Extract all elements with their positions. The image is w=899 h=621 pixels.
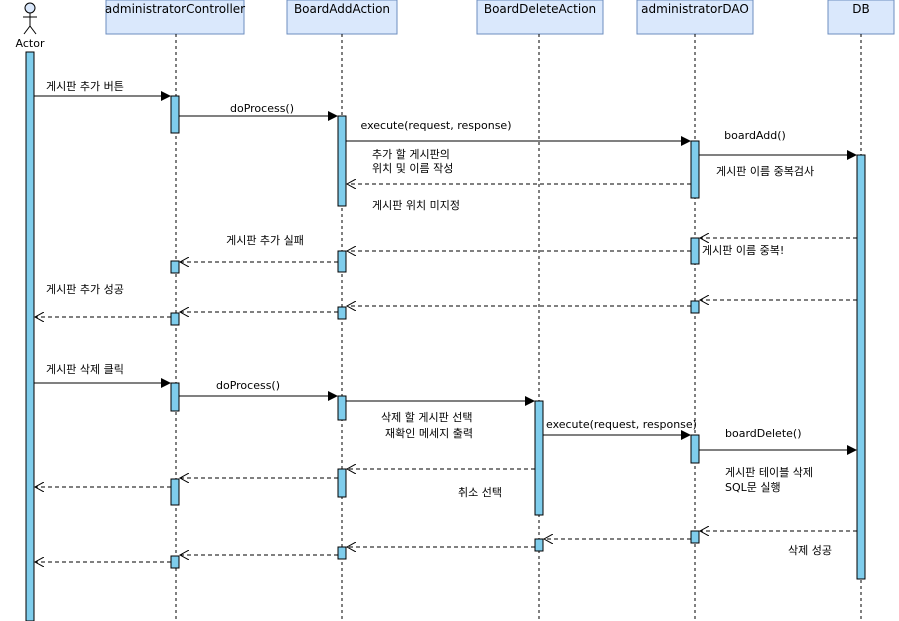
label-m1: 게시판 추가 버튼 (46, 80, 124, 93)
label-m5a: 추가 할 게시판의 (372, 148, 450, 161)
activation-dao-2 (690, 237, 700, 265)
activation-db (856, 154, 866, 580)
activation-add-4 (337, 395, 347, 421)
participant-db: DB (827, 0, 895, 35)
activation-dao-5 (690, 530, 700, 544)
activation-delete-1 (534, 400, 544, 516)
label-m15: boardDelete() (725, 427, 802, 440)
activation-controller-2 (170, 260, 180, 274)
label-m4: boardAdd() (724, 129, 786, 142)
participant-dao-label: administratorDAO (641, 2, 749, 16)
activation-actor (25, 51, 35, 621)
activation-add-2 (337, 250, 347, 273)
label-m16a: 게시판 테이블 삭제 (725, 466, 813, 479)
participant-board-delete-action: BoardDeleteAction (476, 0, 604, 35)
label-m3: execute(request, response) (361, 119, 512, 132)
label-m7: 게시판 위치 미지정 (372, 199, 460, 212)
activation-dao-4 (690, 434, 700, 464)
activation-delete-2 (534, 538, 544, 552)
participant-dao: administratorDAO (636, 0, 754, 35)
activation-controller-3 (170, 312, 180, 326)
participant-controller-label: administratorController (105, 2, 245, 16)
label-m13b: 재확인 메세지 출력 (385, 427, 473, 440)
label-m8: 게시판 추가 실패 (226, 234, 304, 247)
label-m14: execute(request, response) (546, 418, 697, 431)
activation-add-1 (337, 115, 347, 207)
activation-controller-6 (170, 555, 180, 569)
label-m2: doProcess() (230, 102, 294, 115)
activation-controller-4 (170, 382, 180, 412)
label-m5b: 위치 및 이름 작성 (372, 162, 453, 175)
actor-icon (23, 2, 37, 35)
label-m17: 취소 선택 (458, 486, 502, 499)
actor-label: Actor (16, 37, 45, 50)
label-m16b: SQL문 실행 (725, 481, 781, 494)
participant-controller: administratorController (105, 0, 245, 35)
activation-controller-1 (170, 95, 180, 134)
label-m13a: 삭제 할 게시판 선택 (381, 411, 472, 424)
label-m10: 게시판 추가 성공 (46, 283, 124, 296)
participant-board-add-action-label: BoardAddAction (294, 2, 390, 16)
label-m18: 삭제 성공 (788, 544, 832, 557)
activation-add-6 (337, 546, 347, 560)
label-m11: 게시판 삭제 클릭 (46, 363, 124, 376)
participant-db-label: DB (852, 2, 869, 16)
label-m12: doProcess() (216, 379, 280, 392)
activation-add-5 (337, 468, 347, 498)
participant-board-delete-action-label: BoardDeleteAction (484, 2, 596, 16)
activation-controller-5 (170, 478, 180, 506)
activation-dao-1 (690, 140, 700, 199)
label-m6: 게시판 이름 중복검사 (716, 165, 814, 178)
participant-board-add-action: BoardAddAction (286, 0, 398, 35)
activation-add-3 (337, 306, 347, 320)
activation-dao-3 (690, 300, 700, 314)
label-m9: 게시판 이름 중복! (702, 244, 784, 257)
